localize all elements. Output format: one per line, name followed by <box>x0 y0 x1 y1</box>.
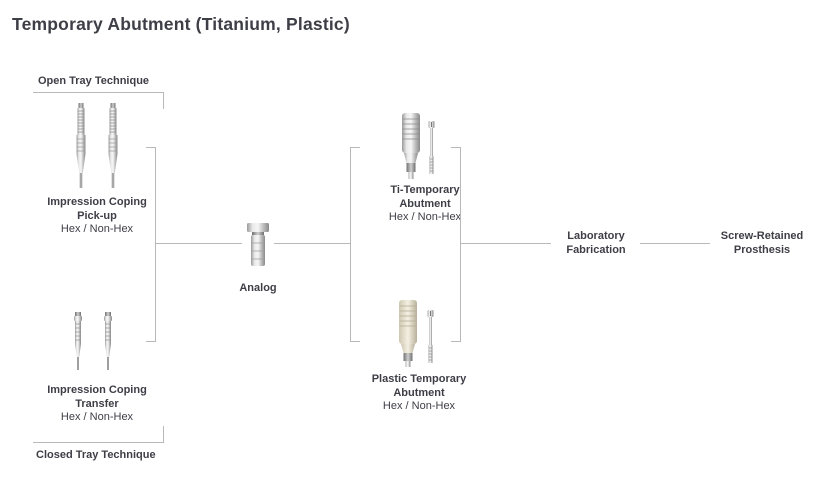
ti-temporary-label-line1: Ti-Temporary <box>390 184 460 196</box>
plastic-abutment-screw-image <box>426 310 435 366</box>
laboratory-label-line2: Fabrication <box>566 243 626 256</box>
ti-temporary-label-variant: Hex / Non-Hex <box>388 211 462 223</box>
pickup-label-line1: Impression Coping <box>47 196 147 208</box>
transfer-label-variant: Hex / Non-Hex <box>60 411 134 423</box>
connector-bracket-to-analog <box>156 243 242 244</box>
connector-merge-to-lab <box>461 243 551 244</box>
impression-coping-pickup-image-1 <box>73 103 89 191</box>
plastic-temporary-label: Plastic Temporary Abutment Hex / Non-Hex <box>354 373 484 414</box>
screw-retained-prosthesis-label: Screw-Retained Prosthesis <box>706 230 818 257</box>
plastic-temporary-label-variant: Hex / Non-Hex <box>382 400 456 412</box>
plastic-temporary-abutment-image <box>396 298 420 368</box>
transfer-label-line2: Transfer <box>75 397 119 410</box>
connector-lab-to-prosthesis <box>640 243 710 244</box>
open-tray-technique-label: Open Tray Technique <box>38 75 150 87</box>
split-bracket-vertical <box>350 147 351 342</box>
open-tray-bracket-corner <box>163 92 164 109</box>
pickup-label-line2: Pick-up <box>77 209 117 222</box>
pickup-label-variant: Hex / Non-Hex <box>60 223 134 235</box>
closed-tray-bracket-corner <box>163 426 164 443</box>
prosthesis-label-line1: Screw-Retained <box>720 230 804 242</box>
plastic-temporary-label-line1: Plastic Temporary <box>371 373 467 385</box>
ti-abutment-screw-image <box>427 121 436 177</box>
analog-label: Analog <box>228 282 288 296</box>
merge-bracket-bottom-stub <box>451 341 460 342</box>
split-bracket-bottom-stub <box>351 341 360 342</box>
transfer-label-line1: Impression Coping <box>47 384 147 396</box>
impression-coping-transfer-image-1 <box>71 312 85 372</box>
impression-coping-pickup-image-2 <box>105 103 121 191</box>
ti-temporary-label: Ti-Temporary Abutment Hex / Non-Hex <box>360 184 490 225</box>
left-bracket-vertical <box>155 147 156 342</box>
merge-bracket-vertical <box>460 147 461 342</box>
pickup-label: Impression Coping Pick-up Hex / Non-Hex <box>30 196 164 237</box>
ti-temporary-label-line2: Abutment <box>399 197 451 210</box>
connector-analog-to-split <box>274 243 350 244</box>
split-bracket-top-stub <box>351 147 360 148</box>
analog-label-text: Analog <box>239 282 277 294</box>
prosthesis-label-line2: Prosthesis <box>733 243 791 256</box>
transfer-label: Impression Coping Transfer Hex / Non-Hex <box>30 384 164 425</box>
closed-tray-bracket-line <box>33 442 164 443</box>
page-title: Temporary Abutment (Titanium, Plastic) <box>12 14 350 34</box>
laboratory-fabrication-label: Laboratory Fabrication <box>544 230 648 257</box>
laboratory-label-line1: Laboratory <box>567 230 625 242</box>
impression-coping-transfer-image-2 <box>101 312 115 372</box>
left-bracket-bottom-stub <box>146 341 155 342</box>
closed-tray-technique-label: Closed Tray Technique <box>36 449 156 461</box>
open-tray-bracket-line <box>33 92 164 93</box>
analog-image <box>244 222 272 268</box>
plastic-temporary-label-line2: Abutment <box>393 386 445 399</box>
left-bracket-top-stub <box>146 147 155 148</box>
ti-temporary-abutment-image <box>399 111 423 181</box>
merge-bracket-top-stub <box>451 147 460 148</box>
